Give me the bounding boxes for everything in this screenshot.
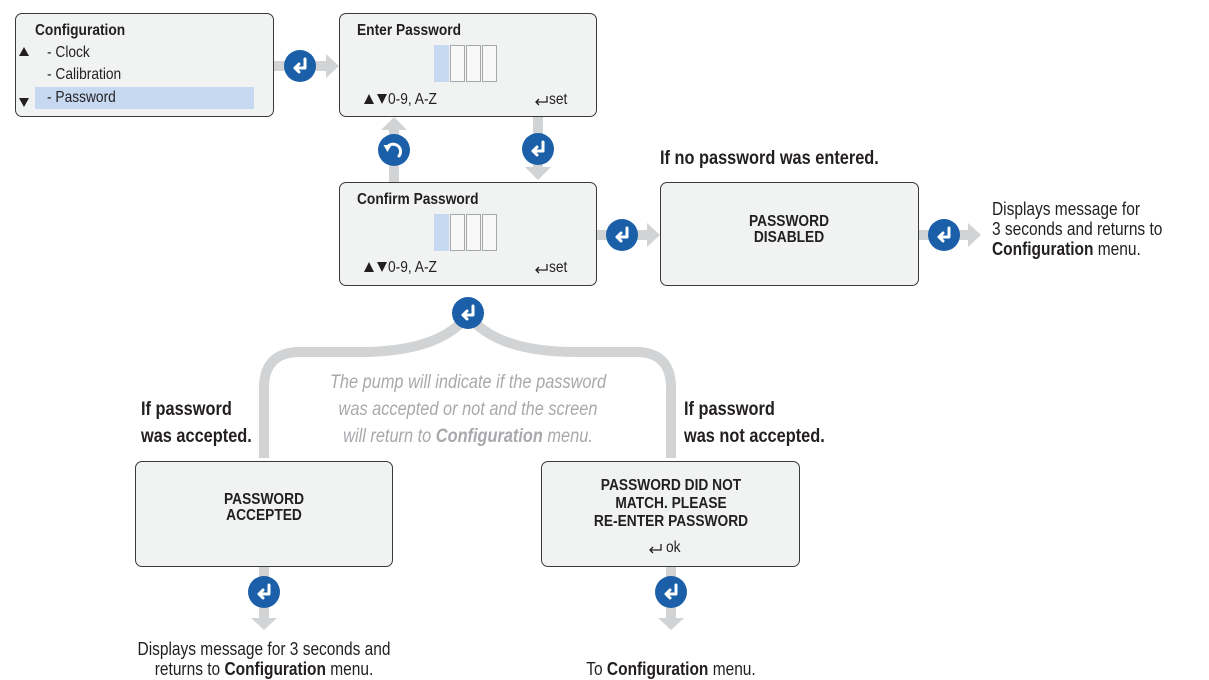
menu-item-clock[interactable]: - Clock <box>47 44 90 61</box>
enter-button[interactable] <box>284 50 316 82</box>
enter-icon <box>664 583 678 600</box>
rejected-heading-line1: If password <box>684 399 775 420</box>
menu-text: menu. <box>325 659 374 679</box>
disabled-result-line1: Displays message for <box>992 199 1140 219</box>
keys-hint: 0-9, A-Z <box>388 259 437 276</box>
rejected-heading-line2: was not accepted. <box>684 426 825 447</box>
menu-text: menu. <box>708 659 756 679</box>
note-line2: was accepted or not and the screen <box>338 399 598 420</box>
no-password-heading: If no password was entered. <box>660 148 879 169</box>
menu-item-calibration[interactable]: - Calibration <box>47 66 122 83</box>
return-arrow-icon <box>649 544 662 554</box>
note-suffix: menu. <box>542 426 593 447</box>
disabled-result-line2: 3 seconds and returns to <box>992 219 1163 239</box>
enter-password-title: Enter Password <box>357 22 462 39</box>
mismatch-line1: PASSWORD DID NOT <box>600 477 742 494</box>
menu-text: menu. <box>1093 239 1141 259</box>
to-text: To <box>586 659 607 679</box>
keys-hint: 0-9, A-Z <box>388 91 437 108</box>
up-triangle-icon <box>19 47 29 56</box>
enter-icon <box>937 226 951 243</box>
return-arrow-icon <box>535 264 548 274</box>
password-disabled-screen <box>660 182 919 286</box>
enter-button[interactable] <box>452 297 484 329</box>
configuration-emphasis: Configuration <box>224 659 326 679</box>
enter-button[interactable] <box>248 576 280 608</box>
accepted-result-line1: Displays message for 3 seconds and <box>137 639 391 659</box>
set-label: set <box>549 259 568 276</box>
back-button[interactable] <box>378 134 410 166</box>
rejected-result: To Configuration menu. <box>586 660 755 678</box>
confirm-password-title: Confirm Password <box>357 191 479 208</box>
disabled-result-line3: Configuration menu. <box>992 240 1141 258</box>
enter-icon <box>461 304 475 321</box>
down-triangle-icon <box>19 98 29 107</box>
enter-button[interactable] <box>522 133 554 165</box>
note-line3: will return to Configuration menu. <box>343 427 593 446</box>
disabled-line2: DISABLED <box>753 229 825 246</box>
returns-to-text: returns to <box>154 659 225 679</box>
config-title: Configuration <box>35 22 126 39</box>
accepted-heading-line1: If password <box>141 399 232 420</box>
up-down-triangles-icon <box>364 94 387 104</box>
enter-icon <box>293 57 307 74</box>
password-mismatch-screen <box>541 461 800 567</box>
menu-item-password[interactable]: - Password <box>47 89 116 106</box>
set-label: set <box>549 91 568 108</box>
accepted-line2: ACCEPTED <box>226 507 302 524</box>
mismatch-line3: RE-ENTER PASSWORD <box>593 513 749 530</box>
ok-label: ok <box>666 539 681 556</box>
up-down-triangles-icon <box>364 262 387 272</box>
accepted-line1: PASSWORD <box>223 491 305 508</box>
password-accepted-screen <box>135 461 393 567</box>
enter-button[interactable] <box>655 576 687 608</box>
enter-button[interactable] <box>606 219 638 251</box>
configuration-emphasis: Configuration <box>606 659 709 679</box>
enter-icon <box>615 226 629 243</box>
disabled-line1: PASSWORD <box>748 213 830 230</box>
note-prefix: will return to <box>343 426 436 447</box>
back-icon <box>383 142 403 158</box>
configuration-emphasis: Configuration <box>992 239 1094 259</box>
selected-item-highlight <box>35 87 254 109</box>
accepted-result-line2: returns to Configuration menu. <box>155 660 373 678</box>
return-arrow-icon <box>535 96 548 106</box>
configuration-emphasis: Configuration <box>435 426 543 447</box>
mismatch-line2: MATCH. PLEASE <box>615 495 727 512</box>
accepted-heading-line2: was accepted. <box>141 426 252 447</box>
note-line1: The pump will indicate if the password <box>329 372 607 393</box>
enter-icon <box>531 140 545 157</box>
enter-icon <box>257 583 271 600</box>
enter-button[interactable] <box>928 219 960 251</box>
